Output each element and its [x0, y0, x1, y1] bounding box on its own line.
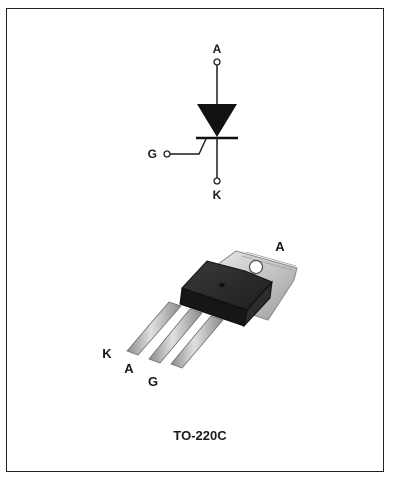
pin-label-cathode: K	[102, 346, 112, 361]
gate-terminal	[163, 150, 171, 158]
body-dimple	[219, 283, 225, 287]
anode-terminal	[213, 58, 221, 66]
diode-triangle	[197, 104, 237, 137]
cathode-label: K	[213, 188, 222, 202]
gate-label: G	[148, 147, 157, 161]
gate-wire	[170, 138, 207, 155]
mounting-hole	[248, 259, 264, 275]
cathode-terminal	[213, 177, 221, 185]
pin-label-gate: G	[148, 374, 158, 389]
body-side-face	[243, 280, 273, 328]
lead-anode	[148, 308, 203, 364]
lead-gate	[170, 315, 224, 369]
diagram-frame	[6, 8, 384, 472]
tab-ridges	[241, 251, 297, 271]
pin-label-anode: A	[124, 361, 134, 376]
anode-label: A	[213, 42, 222, 56]
scr-symbol: A K G	[148, 42, 238, 202]
to220-package: A K A G	[102, 239, 298, 389]
tab-anode-label: A	[275, 239, 285, 254]
package-name: TO-220C	[173, 428, 227, 443]
lead-cathode	[126, 301, 182, 356]
